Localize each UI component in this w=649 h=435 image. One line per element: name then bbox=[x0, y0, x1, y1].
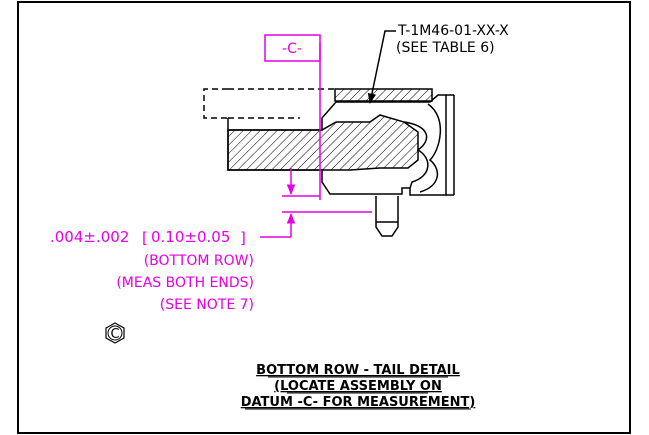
phantom-outline bbox=[203, 88, 228, 119]
contact-section bbox=[227, 114, 419, 171]
dimension-bracket-close: ] bbox=[240, 229, 246, 247]
caption-line-2: (LOCATE ASSEMBLY ON bbox=[274, 379, 442, 394]
datum-label: -C- bbox=[282, 41, 302, 57]
note-tag-letter: C bbox=[110, 327, 119, 342]
caption-line-1: BOTTOM ROW - TAIL DETAIL bbox=[256, 363, 460, 378]
connector-body bbox=[203, 88, 455, 237]
drawing-frame bbox=[17, 1, 631, 434]
datum-box bbox=[264, 34, 321, 62]
see-table-callout: (SEE TABLE 6) bbox=[396, 40, 495, 56]
caption-line-3: DATUM -C- FOR MEASUREMENT) bbox=[241, 395, 476, 410]
dimension-bracket-open: [ bbox=[142, 229, 148, 247]
dimension-meas-both-ends: (MEAS BOTH ENDS) bbox=[116, 275, 254, 291]
part-number-callout: T-1M46-01-XX-X bbox=[397, 23, 509, 39]
contact-spring bbox=[403, 121, 429, 189]
note-tag-hexagon bbox=[105, 322, 125, 344]
contact-spring-inner bbox=[419, 103, 442, 193]
dimension-see-note: (SEE NOTE 7) bbox=[160, 297, 254, 313]
upper-housing bbox=[334, 88, 433, 102]
part-callout-leader bbox=[367, 30, 396, 105]
note-tag-circle bbox=[107, 325, 123, 341]
body-outline bbox=[227, 94, 447, 196]
tail-pin bbox=[375, 196, 399, 237]
dimension-lines bbox=[260, 168, 372, 238]
dimension-value: .004±.002 bbox=[50, 228, 129, 246]
dimension-bottom-row: (BOTTOM ROW) bbox=[144, 253, 254, 269]
dimension-metric: 0.10±0.05 bbox=[151, 228, 230, 246]
